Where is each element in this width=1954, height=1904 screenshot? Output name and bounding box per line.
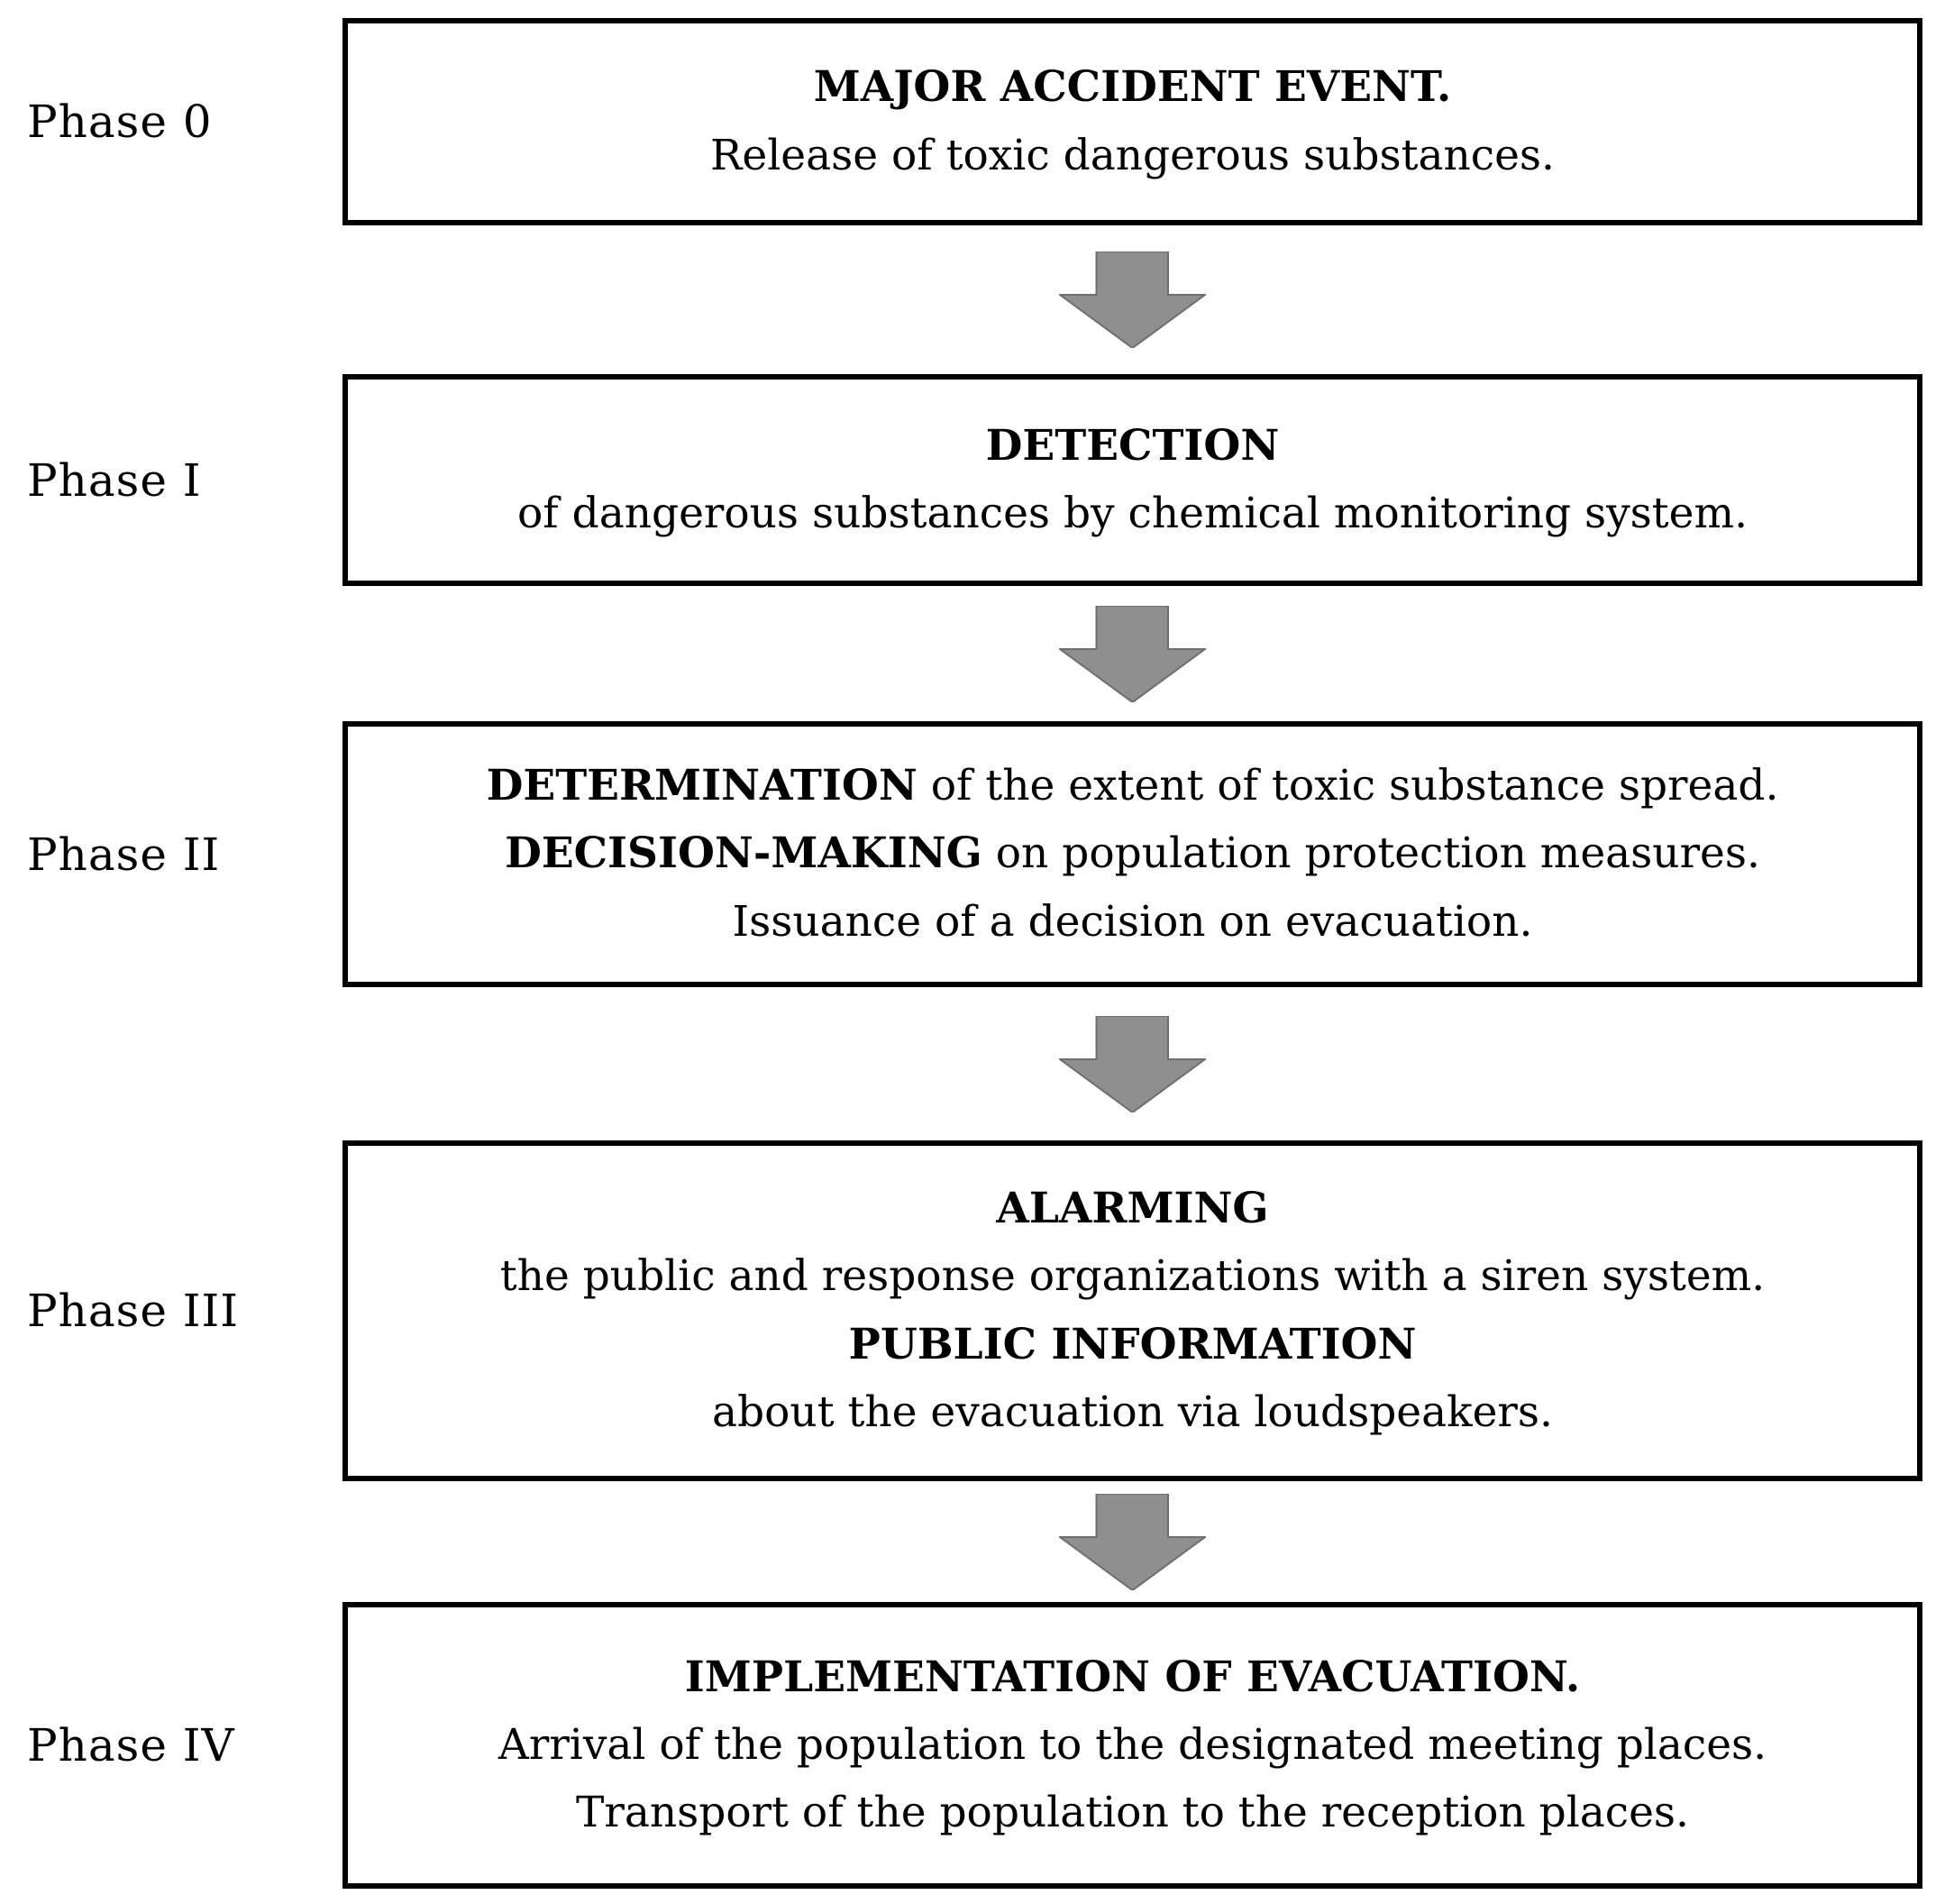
phase-box-1: DETECTION of dangerous substances by chem… — [342, 374, 1922, 586]
phase-box-line-text: the public and response organizations wi… — [499, 1251, 1766, 1302]
phase-box-line: of dangerous substances by chemical moni… — [517, 486, 1748, 542]
phase-box-line: the public and response organizations wi… — [500, 1249, 1765, 1304]
phase-row-3: Phase III ALARMING the public and respons… — [0, 1140, 1954, 1481]
phase-box-line-text: Transport of the population to the recep… — [576, 1788, 1689, 1838]
phase-label-1: Phase I — [27, 453, 202, 507]
phase-label-4: Phase IV — [27, 1719, 235, 1771]
phase-box-line-text: Arrival of the population to the designa… — [498, 1719, 1767, 1770]
phase-box-line: IMPLEMENTATION OF EVACUATION. — [498, 1650, 1767, 1706]
phase-box-4: IMPLEMENTATION OF EVACUATION. Arrival of … — [342, 1602, 1922, 1889]
down-arrow-icon — [1059, 1493, 1206, 1590]
down-arrow-icon — [1059, 605, 1206, 702]
down-arrow-shape — [1059, 1015, 1206, 1112]
phase-row-0: Phase 0 MAJOR ACCIDENT EVENT. Release of … — [0, 18, 1954, 225]
phase-box-2-content: DETERMINATION of the extent of toxic sub… — [487, 746, 1779, 961]
phase-box-line: MAJOR ACCIDENT EVENT. — [710, 60, 1555, 115]
phase-row-2: Phase II DETERMINATION of the extent of … — [0, 721, 1954, 987]
phase-label-3: Phase III — [27, 1285, 240, 1337]
phase-box-line-text: Release of toxic dangerous substances. — [710, 130, 1555, 180]
phase-box-3: ALARMING the public and response organiza… — [342, 1140, 1922, 1481]
phase-box-line-emphasis: ALARMING — [996, 1184, 1269, 1234]
arrow-row-1 — [342, 586, 1922, 721]
phase-box-line-emphasis: DECISION-MAKING — [505, 828, 982, 879]
phase-label-0: Phase 0 — [27, 96, 213, 148]
phase-box-line: DECISION-MAKING on population protection… — [487, 826, 1779, 882]
phase-box-line-emphasis: IMPLEMENTATION OF EVACUATION. — [684, 1652, 1581, 1702]
phase-box-line: ALARMING — [500, 1181, 1765, 1237]
down-arrow-shape — [1059, 252, 1206, 348]
down-arrow-shape — [1059, 1493, 1206, 1590]
phase-box-line: PUBLIC INFORMATION — [500, 1317, 1765, 1373]
phase-box-line-text: Issuance of a decision on evacuation. — [732, 896, 1533, 947]
phase-box-line: about the evacuation via loudspeakers. — [500, 1385, 1765, 1441]
down-arrow-icon — [1059, 252, 1206, 348]
phase-box-line-emphasis: DETERMINATION — [486, 761, 918, 811]
phase-box-3-content: ALARMING the public and response organiza… — [500, 1169, 1765, 1451]
phase-box-line: Transport of the population to the recep… — [498, 1785, 1767, 1841]
phase-box-4-content: IMPLEMENTATION OF EVACUATION. Arrival of … — [498, 1638, 1767, 1853]
phase-box-0: MAJOR ACCIDENT EVENT. Release of toxic da… — [342, 18, 1922, 225]
phase-box-line: DETERMINATION of the extent of toxic sub… — [487, 758, 1779, 814]
phase-box-2: DETERMINATION of the extent of toxic sub… — [342, 721, 1922, 987]
phase-box-line-text: of dangerous substances by chemical moni… — [516, 489, 1749, 538]
phase-row-4: Phase IV IMPLEMENTATION OF EVACUATION. Ar… — [0, 1602, 1954, 1889]
phase-box-line-text: on population protection measures. — [982, 828, 1760, 879]
phase-box-1-content: DETECTION of dangerous substances by chem… — [517, 407, 1748, 554]
phase-label-2: Phase II — [27, 828, 221, 881]
phase-box-line-emphasis: DETECTION — [985, 420, 1280, 471]
down-arrow-shape — [1059, 605, 1206, 702]
phase-box-line: DETECTION — [517, 418, 1748, 474]
phase-box-line: Issuance of a decision on evacuation. — [487, 894, 1779, 950]
phase-box-line-emphasis: PUBLIC INFORMATION — [848, 1319, 1417, 1369]
phase-box-line-text: about the evacuation via loudspeakers. — [712, 1387, 1553, 1437]
phase-box-line: Release of toxic dangerous substances. — [710, 128, 1555, 184]
down-arrow-icon — [1059, 1015, 1206, 1112]
phase-box-0-content: MAJOR ACCIDENT EVENT. Release of toxic da… — [710, 48, 1555, 195]
phase-box-line-emphasis: MAJOR ACCIDENT EVENT. — [813, 62, 1452, 113]
phase-box-line-text: of the extent of toxic substance spread. — [917, 761, 1779, 811]
phase-box-line: Arrival of the population to the designa… — [498, 1717, 1767, 1773]
arrow-row-0 — [342, 225, 1922, 374]
arrow-row-3 — [342, 1481, 1922, 1602]
arrow-row-2 — [342, 987, 1922, 1140]
phase-row-1: Phase I DETECTION of dangerous substances… — [0, 374, 1954, 586]
